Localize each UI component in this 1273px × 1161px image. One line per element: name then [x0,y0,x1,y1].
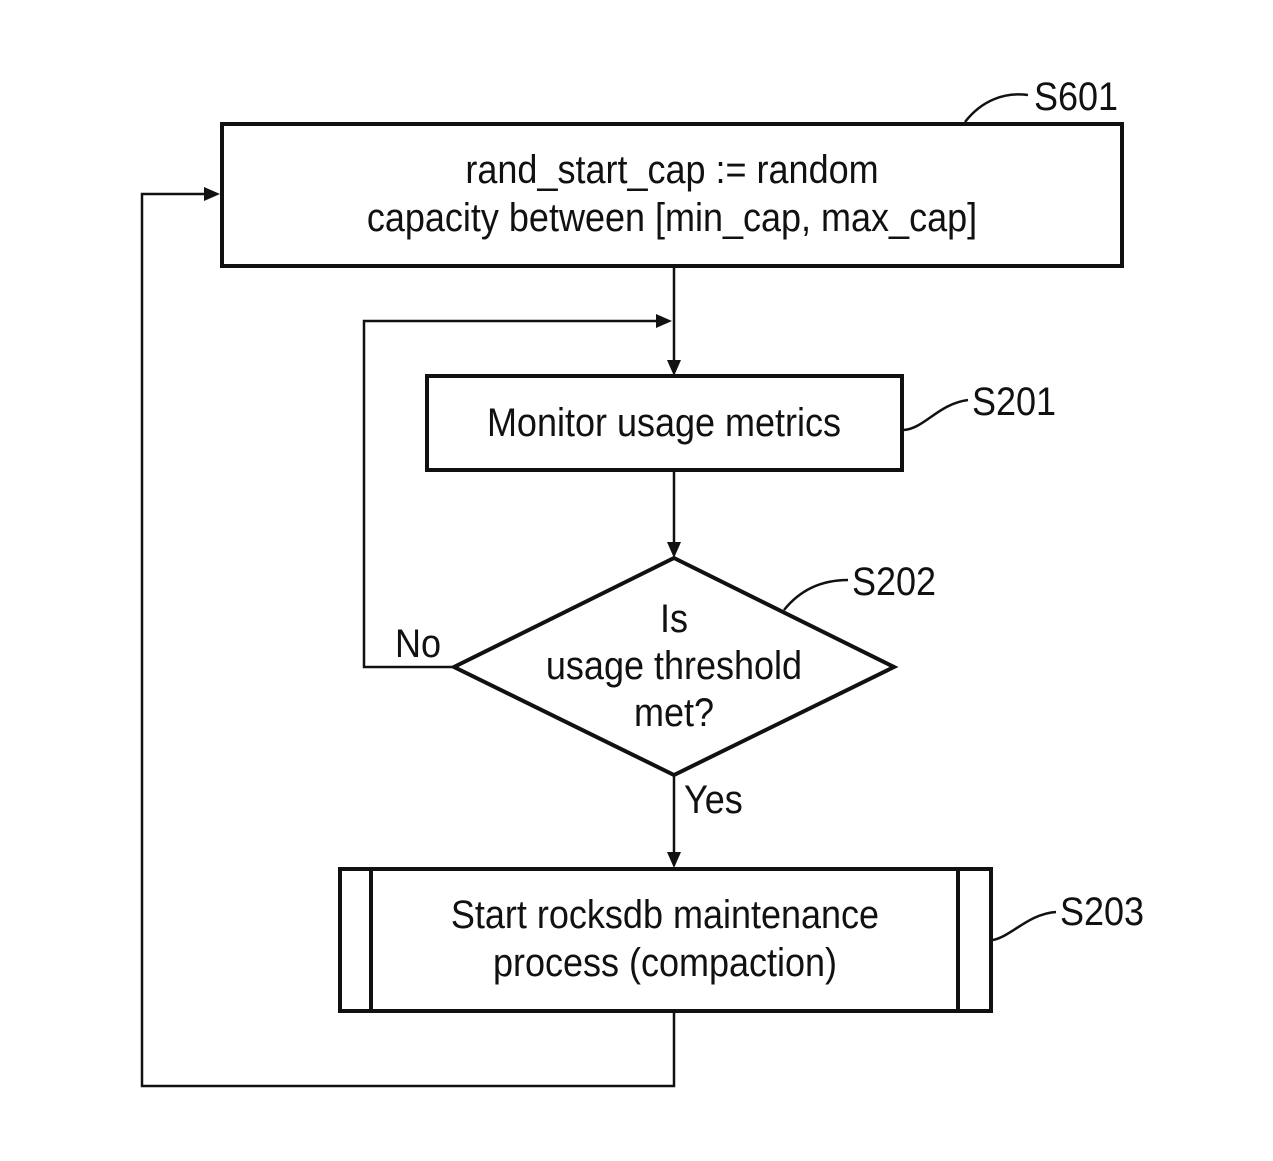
s203-step-label: S203 [1060,890,1144,934]
s601-step-label: S601 [1034,75,1118,119]
s203-text-line2: process (compaction) [493,941,837,985]
s202-text-line1: Is [660,597,688,641]
arrowhead-into-s201 [667,360,681,376]
s202-text-line3: met? [634,691,714,735]
s202-step-label: S202 [852,560,936,604]
arrowhead-into-s203 [667,852,681,868]
s601-leader-line [965,94,1028,122]
s201-text: Monitor usage metrics [487,401,841,445]
arrowhead-into-s202 [667,542,681,558]
step-s202: Is usage threshold met? [454,558,894,775]
step-s203: Start rocksdb maintenance process (compa… [340,869,991,1011]
yes-branch-label: Yes [684,778,743,822]
s203-leader-line [993,912,1056,940]
s601-text-line1: rand_start_cap := random [465,148,878,192]
s201-step-label: S201 [972,380,1056,424]
no-branch-label: No [395,622,441,666]
s201-leader-line [904,400,968,430]
s203-box [340,869,991,1011]
step-s601: rand_start_cap := random capacity betwee… [222,124,1122,266]
arrowhead-no-loop [656,314,672,328]
arrowhead-into-s601 [204,187,220,201]
step-s201: Monitor usage metrics [427,376,902,470]
s202-text-line2: usage threshold [546,644,802,688]
s202-leader-line [784,580,848,610]
s601-box [222,124,1122,266]
s203-text-line1: Start rocksdb maintenance [451,893,879,937]
s601-text-line2: capacity between [min_cap, max_cap] [367,196,977,240]
